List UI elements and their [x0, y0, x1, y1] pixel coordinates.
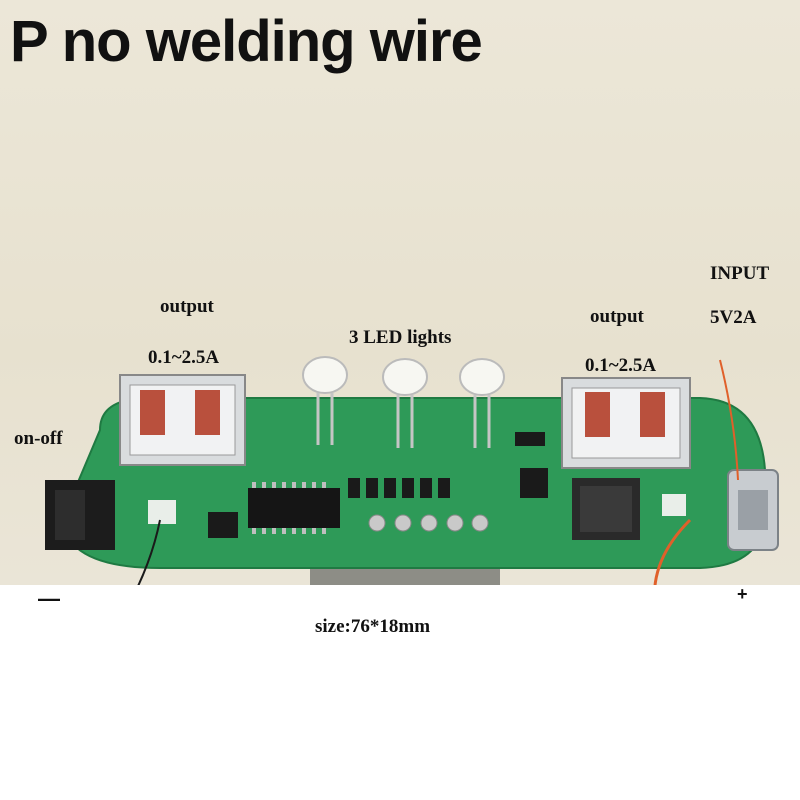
label-input-rating: 5V2A [710, 307, 757, 328]
plus-sign: + [737, 584, 748, 604]
label-current-left: 0.1~2.5A [148, 347, 220, 368]
micro-usb-opening [738, 490, 768, 530]
label-input: INPUT [710, 263, 770, 284]
minus-sign: — [38, 586, 60, 611]
label-current-right: 0.1~2.5A [585, 355, 657, 376]
label-led-lights: 3 LED lights [349, 327, 452, 348]
red-wire [719, 359, 739, 481]
label-on-off: on-off [14, 428, 63, 449]
led-lights [302, 356, 505, 448]
title: P no welding wire [10, 9, 483, 74]
label-size: size:76*18mm [315, 616, 431, 637]
label-output-left: output [160, 296, 214, 317]
label-output-right: output [590, 306, 644, 327]
pcb-illustration [0, 356, 779, 627]
usb-contact [140, 390, 165, 435]
ic-chip [248, 488, 340, 528]
product-photo [0, 0, 800, 640]
board-shadow [310, 566, 500, 586]
white-background [0, 585, 800, 800]
